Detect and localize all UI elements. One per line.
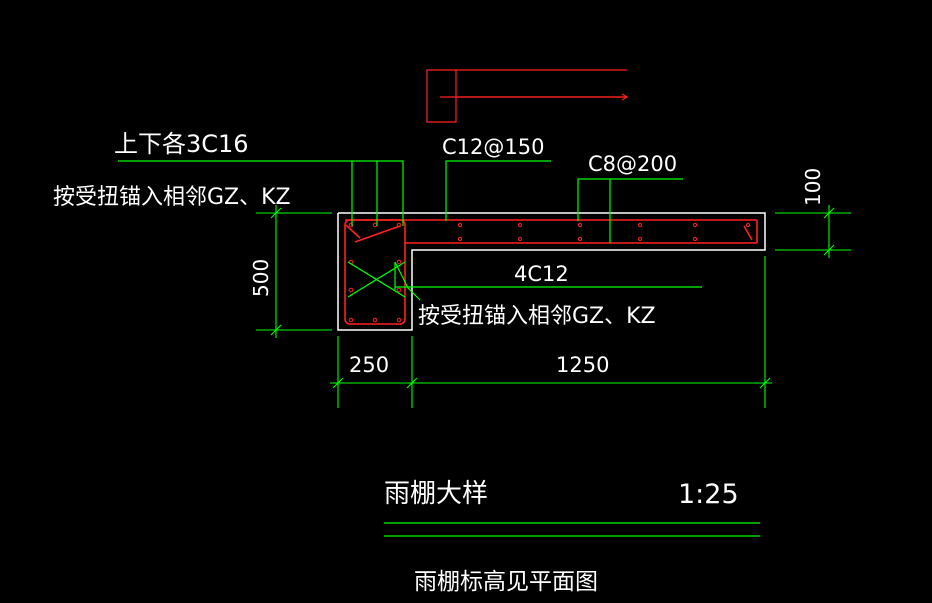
dimension-beam-height: 500 [249, 259, 273, 297]
label-stirrup-slab: C12@150 [442, 135, 544, 159]
label-beam-side-bars: 4C12 [514, 262, 569, 286]
leader-lines [118, 160, 702, 301]
concrete-outline [337, 212, 766, 331]
dimension-slab-thickness: 100 [801, 168, 825, 206]
rebar-cage [344, 219, 758, 325]
rebar-dots [348, 222, 751, 323]
drawing-title: 雨棚大样 [384, 479, 488, 509]
dimension-beam-width: 250 [349, 353, 389, 377]
dimension-lines [256, 205, 851, 408]
dimension-cantilever-length: 1250 [556, 353, 609, 377]
label-distribution-bar: C8@200 [588, 152, 677, 176]
label-top-bottom-bars: 上下各3C16 [114, 130, 249, 158]
bar-shape-legend [426, 69, 629, 123]
label-anchor-note-top: 按受扭锚入相邻GZ、KZ [53, 185, 291, 210]
drawing-scale: 1:25 [678, 479, 739, 510]
title-underlines [384, 522, 760, 537]
beam-cross-lines [347, 261, 406, 298]
label-anchor-note-mid: 按受扭锚入相邻GZ、KZ [418, 304, 656, 329]
drawing-note: 雨棚标高见平面图 [414, 569, 598, 595]
